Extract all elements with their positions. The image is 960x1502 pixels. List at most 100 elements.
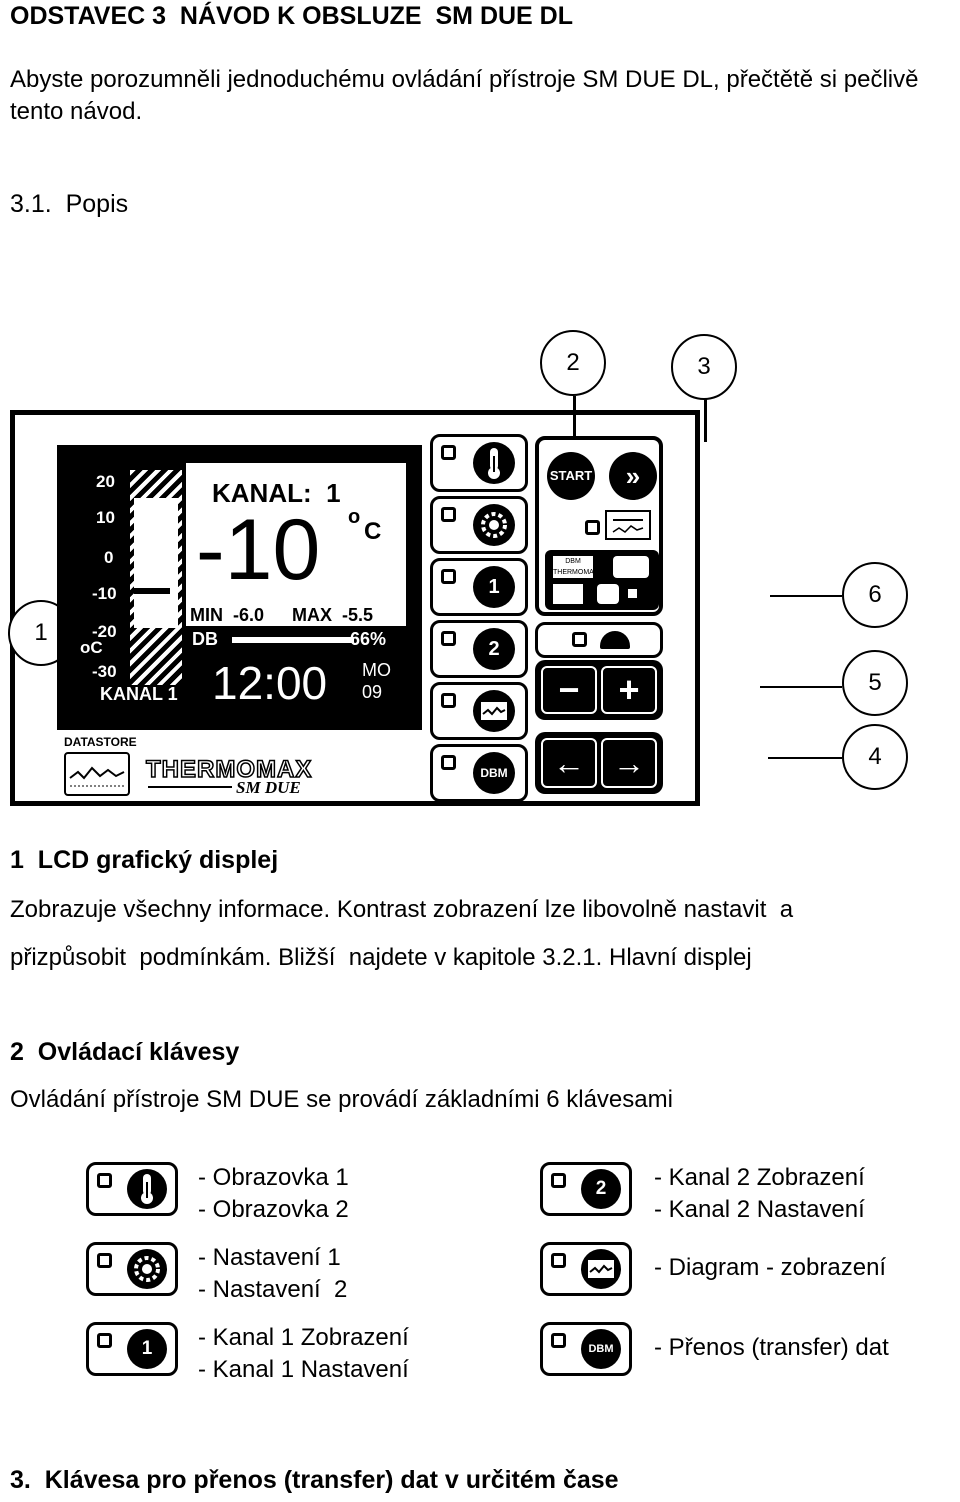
channel-2-icon: 2 [473, 628, 515, 670]
unit-small: oC [80, 638, 103, 657]
callout-6-line [770, 595, 842, 597]
scale-10: 10 [96, 508, 115, 527]
scale-20: 20 [96, 472, 115, 491]
legend-settings-1: - Nastavení 1 [198, 1244, 341, 1271]
section-heading: 3.1. Popis [10, 190, 129, 218]
scale-m30: -30 [92, 662, 117, 681]
transfer-key[interactable]: DBM [430, 744, 528, 802]
callout-6: 6 [842, 562, 908, 628]
legend-thermo-key [86, 1162, 178, 1216]
legend-settings-key [86, 1242, 178, 1296]
start-button[interactable]: START [547, 452, 595, 500]
section-1-line-1: Zobrazuje všechny informace. Kontrast zo… [10, 896, 794, 923]
plus-button[interactable]: + [601, 666, 657, 714]
callout-3-line [704, 398, 707, 442]
model-label: SM DUE [236, 778, 301, 797]
clock-bar: 12:00 MO 09 [186, 654, 406, 713]
hand-icon [553, 584, 583, 604]
arrow-block: ← → [535, 732, 663, 794]
diagram-icon [473, 690, 515, 732]
alarm-lamp-icon [600, 631, 630, 649]
thermometer-icon [127, 1169, 167, 1209]
thermo-key[interactable] [430, 434, 528, 492]
temperature-value: -10 [196, 502, 321, 598]
key-indicator [97, 1253, 112, 1268]
speaker-icon [613, 556, 649, 578]
datastore-label: DATASTORE [64, 735, 137, 749]
key-indicator [441, 507, 456, 522]
channel-1-key[interactable]: 1 [430, 558, 528, 616]
legend-transfer: - Přenos (transfer) dat [654, 1334, 889, 1361]
intro-paragraph: Abyste porozumněli jednoduchému ovládání… [10, 66, 919, 125]
channel-1-icon: 1 [127, 1329, 167, 1369]
gear-icon [473, 504, 515, 546]
key-indicator [585, 520, 600, 535]
legend-channel-1-key: 1 [86, 1322, 178, 1376]
key-indicator [97, 1173, 112, 1188]
section-2-title: 2 Ovládací klávesy [10, 1038, 240, 1066]
diagram-icon [581, 1249, 621, 1289]
callout-4: 4 [842, 724, 908, 790]
scale-0: 0 [104, 548, 114, 567]
db-percent: 66% [350, 629, 387, 649]
section-1-title: 1 LCD grafický displej [10, 846, 279, 874]
arrow-left-button[interactable]: ← [541, 738, 597, 788]
legend-channel-2-key: 2 [540, 1162, 632, 1216]
legend-transfer-key: DBM [540, 1322, 632, 1376]
bar-marker [134, 588, 170, 594]
min-value: MIN -6.0 [190, 605, 265, 625]
gear-icon [127, 1249, 167, 1289]
key-indicator [441, 631, 456, 646]
max-value: MAX -5.5 [292, 605, 374, 625]
page-title: ODSTAVEC 3 NÁVOD K OBSLUZE SM DUE DL [10, 2, 574, 30]
bar-graph-blank [134, 498, 178, 628]
legend-diagram: - Diagram - zobrazení [654, 1254, 887, 1281]
section-1-line-2: přizpůsobit podmínkám. Bližší najdete v … [10, 944, 752, 971]
db-bar: DB 66% [186, 626, 406, 654]
clock-day: MO [362, 660, 391, 680]
thermometer-icon [473, 442, 515, 484]
channel-2-icon: 2 [581, 1169, 621, 1209]
key-indicator [97, 1333, 112, 1348]
brand-logo: THERMOMAX [145, 755, 313, 784]
minus-button[interactable]: − [541, 666, 597, 714]
key-indicator [551, 1253, 566, 1268]
brand-underline [148, 786, 232, 788]
channel-2-key[interactable]: 2 [430, 620, 528, 678]
arrow-right-button[interactable]: → [601, 738, 657, 788]
lcd-scale: 20 10 0 -10 -20 oC -30 [68, 466, 128, 726]
scale-m10: -10 [92, 584, 117, 603]
settings-key[interactable] [430, 496, 528, 554]
legend-diagram-key [540, 1242, 632, 1296]
unit-degree: o [348, 506, 361, 528]
datastore-icon [64, 752, 130, 796]
callout-3: 3 [671, 334, 737, 400]
callout-2-line [573, 396, 576, 440]
paper-icon [597, 584, 619, 604]
section-3-title: 3. Klávesa pro přenos (transfer) dat v u… [10, 1466, 619, 1494]
scale-m20: -20 [92, 622, 117, 641]
key-indicator [551, 1173, 566, 1188]
legend-kanal1-1: - Kanal 1 Zobrazení [198, 1324, 409, 1351]
forward-button[interactable]: » [609, 452, 657, 500]
legend-kanal2-2: - Kanal 2 Nastavení [654, 1196, 865, 1223]
key-indicator [625, 586, 640, 601]
channel-label: KANAL 1 [100, 684, 178, 704]
clock-time: 12:00 [212, 657, 328, 709]
device-panel [10, 410, 700, 806]
db-label: DB [192, 629, 218, 649]
db-progress [232, 637, 354, 643]
callout-5: 5 [842, 650, 908, 716]
section-2-text: Ovládání přístroje SM DUE se provádí zák… [10, 1086, 673, 1113]
key-indicator [441, 569, 456, 584]
channel-1-icon: 1 [473, 566, 515, 608]
diagram-key[interactable] [430, 682, 528, 740]
alarm-key[interactable] [535, 622, 663, 658]
legend-kanal1-2: - Kanal 1 Nastavení [198, 1356, 409, 1383]
key-indicator [441, 755, 456, 770]
key-indicator [572, 632, 587, 647]
legend-settings-2: - Nastavení 2 [198, 1276, 348, 1303]
unit-celsius: C [364, 518, 382, 545]
